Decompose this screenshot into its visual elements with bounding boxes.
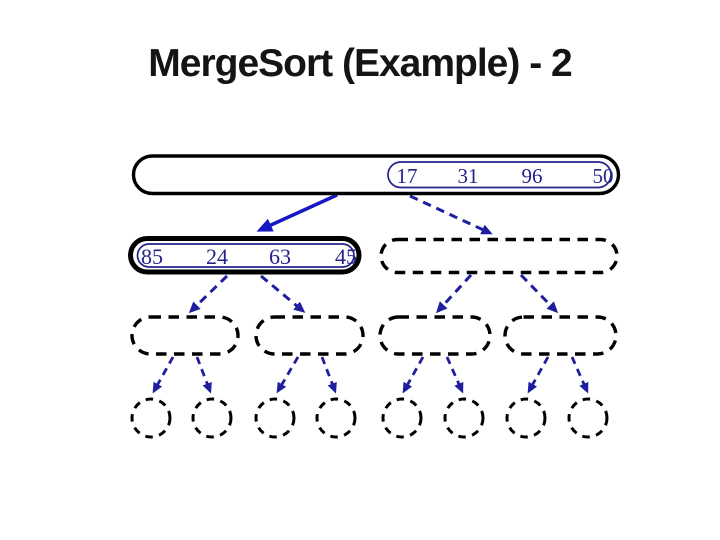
- right-child-node-empty: [379, 237, 619, 275]
- leaf-node-circle-7: [505, 397, 547, 439]
- leaf-node-circle-3: [254, 397, 296, 439]
- connector-l3c-to-leaf6: [445, 356, 464, 394]
- connector-l3d-to-leaf8: [570, 356, 589, 394]
- left-child-list-box: [136, 243, 355, 268]
- level3-node-1-empty: [130, 315, 240, 356]
- leaf-node-circle-2: [191, 397, 233, 439]
- left-child-value: 63: [269, 244, 291, 269]
- leaf-node-circle-6: [443, 397, 485, 439]
- root-sorted-sublist-box: [387, 161, 612, 189]
- left-child-node-highlighted: 85 24 63 45: [128, 236, 362, 275]
- left-child-value: 24: [206, 244, 228, 269]
- connector-root-to-right-dashed: [409, 194, 493, 235]
- left-child-value: 45: [335, 244, 357, 269]
- leaf-node-circle-4: [315, 397, 357, 439]
- level3-node-2-empty: [254, 315, 365, 356]
- connector-right-to-l3d: [519, 273, 559, 314]
- leaf-node-circle-1: [130, 397, 172, 439]
- connector-right-to-l3c: [435, 273, 473, 314]
- connector-l3d-to-leaf7: [527, 356, 550, 394]
- root-value: 31: [458, 164, 479, 188]
- connector-root-to-left-solid-arrow: [256, 193, 338, 232]
- leaf-node-circle-5: [381, 397, 423, 439]
- slide-title: MergeSort (Example) - 2: [148, 42, 572, 85]
- connector-l3b-to-leaf3: [276, 356, 300, 394]
- level3-node-3-empty: [378, 315, 492, 356]
- root-node: 17 31 96 50: [131, 154, 621, 196]
- left-child-value: 85: [141, 244, 163, 269]
- root-value: 50: [593, 164, 614, 188]
- connector-left-to-l3b: [260, 274, 306, 313]
- connector-l3a-to-leaf1: [152, 356, 175, 394]
- leaf-node-circle-8: [567, 397, 609, 439]
- connector-l3a-to-leaf2: [195, 356, 212, 394]
- connector-left-to-l3a: [188, 274, 229, 314]
- root-value: 96: [522, 164, 543, 188]
- root-value: 17: [397, 164, 418, 188]
- connector-l3c-to-leaf5: [402, 356, 425, 394]
- connector-l3b-to-leaf4: [320, 356, 337, 394]
- level3-node-4-empty: [503, 315, 618, 356]
